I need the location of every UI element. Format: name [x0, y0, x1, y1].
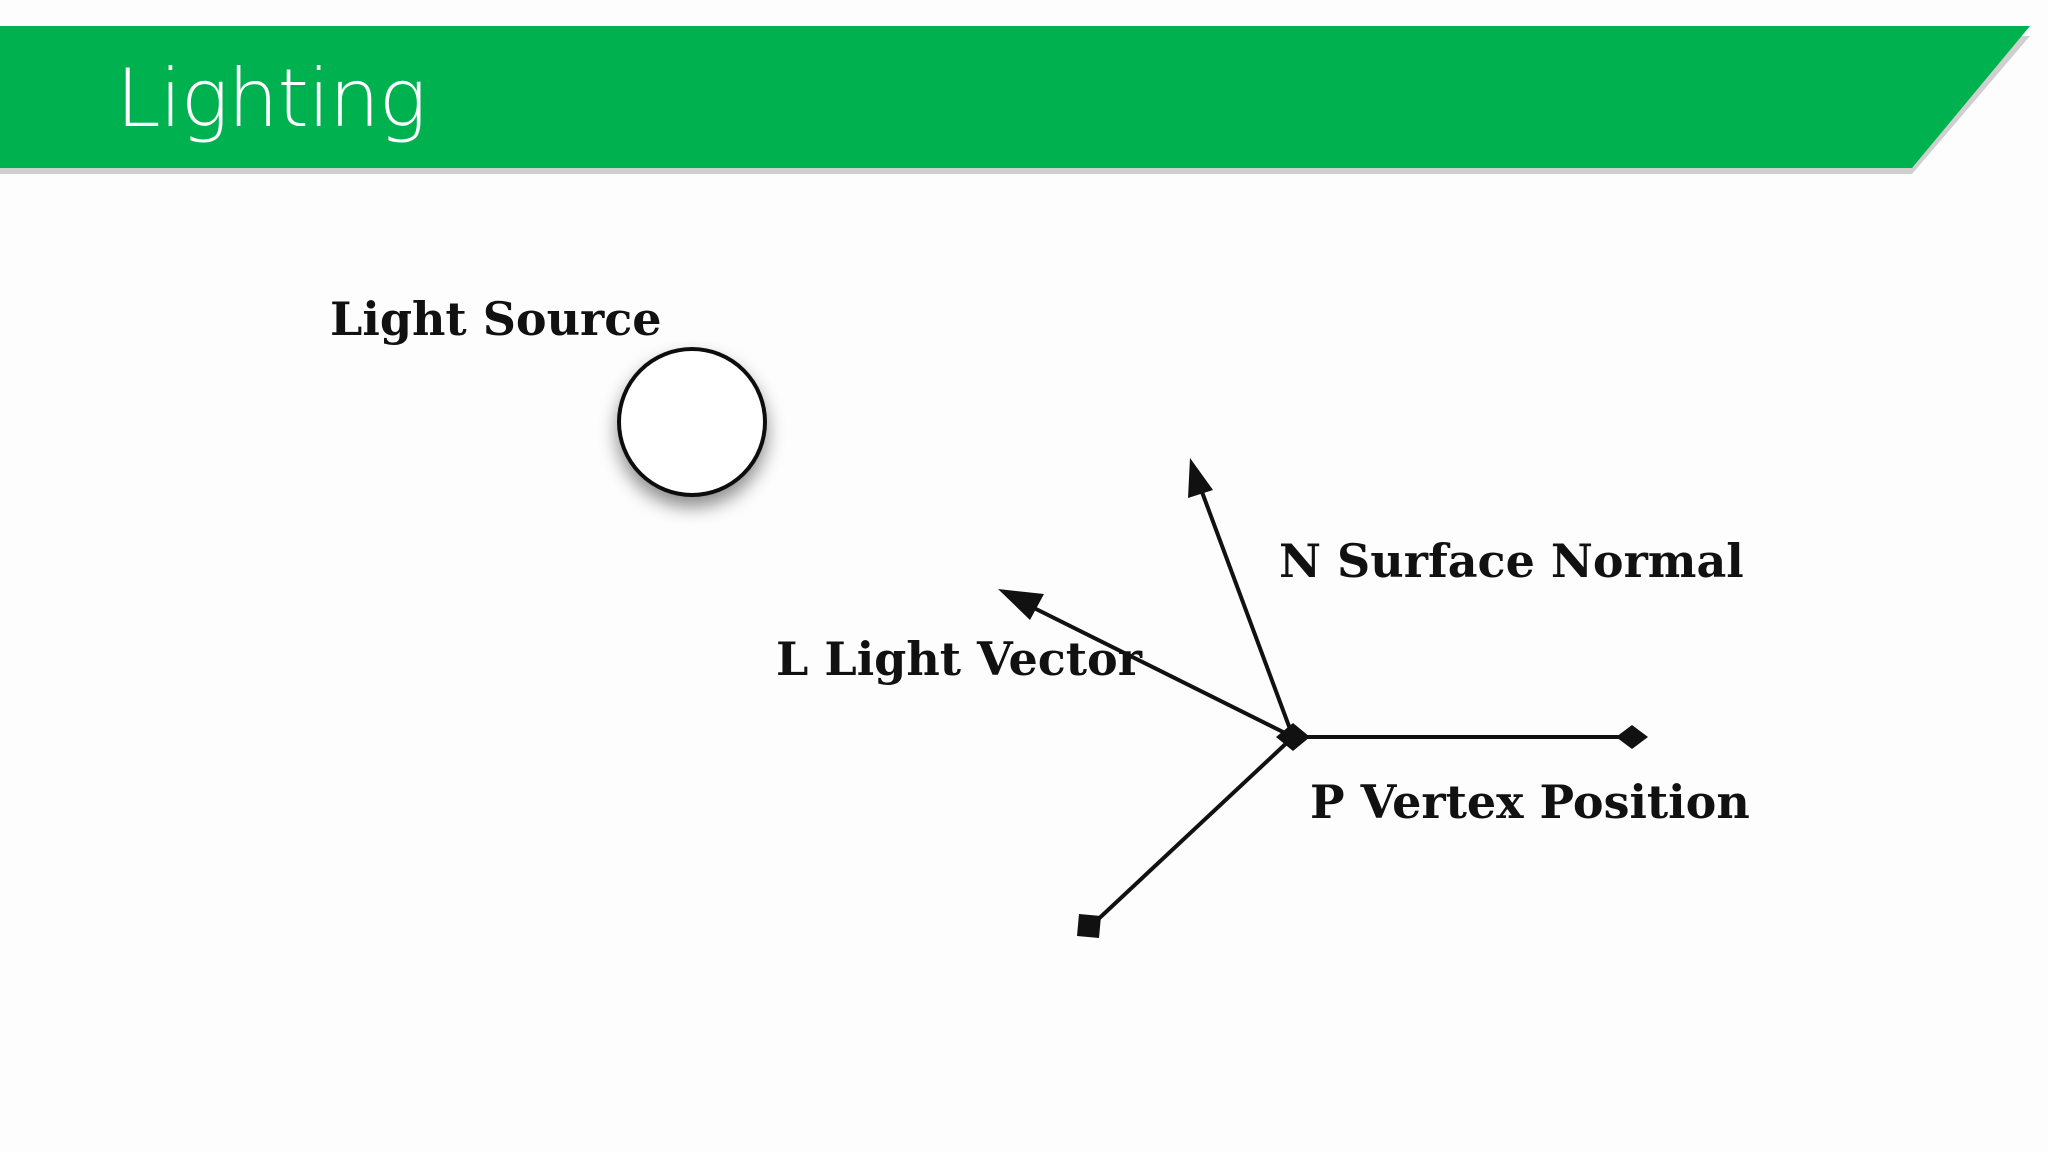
title-banner-bar	[0, 26, 2030, 168]
vertex-position-label: P Vertex Position	[1310, 775, 1750, 829]
surface-line-lower	[1090, 735, 1295, 927]
surface-end-diamond-icon	[1616, 725, 1648, 749]
light-vector-arrow-icon	[998, 589, 1044, 620]
light-vector-label: L Light Vector	[776, 632, 1143, 686]
surface-lower-diamond-icon	[1077, 914, 1101, 938]
light-source-circle-icon	[617, 347, 767, 497]
vertex-position-diamond-icon	[1276, 723, 1310, 751]
title-banner	[0, 26, 2030, 174]
surface-normal-line	[1200, 491, 1295, 738]
surface-normal-arrow-icon	[1188, 458, 1213, 498]
surface-normal-label: N Surface Normal	[1279, 534, 1744, 588]
slide-title: Lighting	[116, 52, 427, 145]
light-vector-line	[1029, 604, 1294, 739]
light-source-label: Light Source	[330, 292, 662, 346]
